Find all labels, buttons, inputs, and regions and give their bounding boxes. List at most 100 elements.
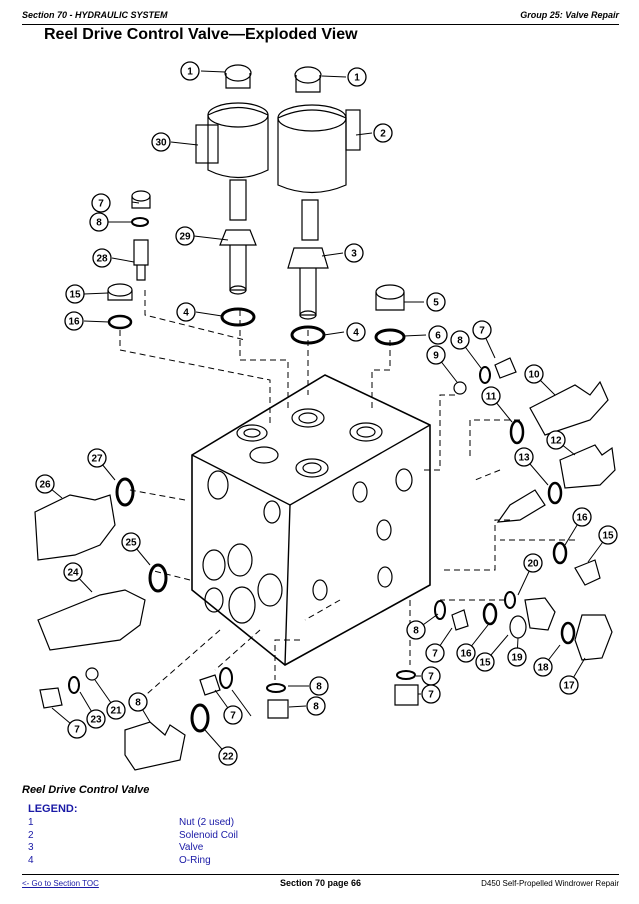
callout-number: 8 — [413, 626, 419, 637]
legend-number: 3 — [28, 842, 34, 853]
callout-bubble — [425, 643, 445, 663]
callout-number: 23 — [90, 715, 102, 726]
callout-bubble — [86, 709, 106, 729]
callout-bubble — [180, 61, 200, 81]
callout-bubble — [347, 67, 367, 87]
callout-number: 22 — [222, 752, 234, 763]
callout-number: 10 — [528, 370, 540, 381]
page-number: Section 70 page 66 — [279, 878, 362, 888]
callout-number: 15 — [602, 531, 614, 542]
legend-item: 4 O-Ring — [28, 855, 588, 868]
callout-bubble — [481, 386, 501, 406]
solenoid-coil-left — [195, 64, 269, 295]
callout-bubble — [598, 525, 618, 545]
callout-bubbles — [35, 61, 618, 766]
callout-bubble — [92, 248, 112, 268]
callout-number: 30 — [155, 138, 167, 149]
callout-bubble — [428, 325, 448, 345]
callout-number: 4 — [183, 308, 189, 319]
legend-item: 1 Nut (2 used) — [28, 817, 588, 830]
solenoid-coil-right — [277, 66, 361, 320]
legend-number: 1 — [28, 817, 34, 828]
callout-number: 21 — [110, 706, 122, 717]
callout-number: 29 — [179, 232, 191, 243]
callout-bubble — [523, 553, 543, 573]
callout-bubble — [559, 675, 579, 695]
callout-number: 8 — [96, 218, 102, 229]
callout-number: 8 — [457, 336, 463, 347]
callout-number: 13 — [518, 453, 530, 464]
page-title: Reel Drive Control Valve—Exploded View — [44, 26, 358, 43]
callout-number: 1 — [187, 67, 193, 78]
callout-bubble — [67, 719, 87, 739]
callout-number: 19 — [511, 653, 523, 664]
callout-number: 18 — [537, 663, 549, 674]
legend-description: Solenoid Coil — [179, 829, 238, 841]
legend-number: 4 — [28, 854, 34, 866]
callout-number: 20 — [527, 559, 539, 570]
exploded-view-diagram: 1123078293281551644678910111227132616251… — [34, 61, 618, 771]
callout-bubble — [63, 562, 83, 582]
callout-bubble — [175, 226, 195, 246]
figure-caption: Reel Drive Control Valve — [22, 784, 150, 796]
callout-bubble — [524, 364, 544, 384]
callout-bubble — [472, 320, 492, 340]
callout-number: 15 — [479, 658, 491, 669]
callout-number: 7 — [98, 199, 104, 210]
section-label: Section 70 - HYDRAULIC SYSTEM — [22, 10, 168, 20]
callout-number: 9 — [433, 351, 439, 362]
legend-description: O-Ring — [179, 854, 211, 866]
callout-bubble — [373, 123, 393, 143]
legend-list: 1 Nut (2 used) 2 Solenoid Coil 3 Valve 4… — [28, 817, 588, 867]
callout-bubble — [546, 430, 566, 450]
callout-bubble — [306, 696, 326, 716]
callout-bubble — [514, 447, 534, 467]
callout-bubble — [426, 345, 446, 365]
callout-bubble — [121, 532, 141, 552]
group-label: Group 25: Valve Repair — [520, 10, 619, 20]
fittings-and-plugs — [34, 190, 616, 771]
callout-bubble — [87, 448, 107, 468]
callout-bubble — [223, 705, 243, 725]
callout-number: 7 — [432, 649, 438, 660]
assembly-lines — [119, 290, 575, 701]
callout-bubble — [176, 302, 196, 322]
callout-number: 2 — [380, 129, 386, 140]
callout-number: 16 — [68, 317, 80, 328]
callout-number: 7 — [428, 690, 434, 701]
callout-bubble — [421, 684, 441, 704]
callout-bubble — [91, 193, 111, 213]
o-rings — [68, 217, 576, 733]
callout-number: 7 — [230, 711, 236, 722]
callout-number: 11 — [486, 392, 497, 403]
callout-number: 7 — [74, 725, 80, 736]
legend-description: Valve — [179, 842, 204, 853]
callout-bubble — [507, 647, 527, 667]
document-title: D450 Self-Propelled Windrower Repair — [481, 879, 619, 888]
callout-number: 5 — [433, 298, 439, 309]
callout-number: 3 — [351, 249, 357, 260]
callout-bubble — [533, 657, 553, 677]
legend-title: LEGEND: — [28, 803, 78, 815]
page-header: Section 70 - HYDRAULIC SYSTEM Group 25: … — [22, 8, 619, 25]
callout-number: 8 — [313, 702, 319, 713]
callout-number: 15 — [69, 290, 81, 301]
callout-bubble — [35, 474, 55, 494]
callout-bubble — [309, 676, 329, 696]
legend-item: 2 Solenoid Coil — [28, 830, 588, 843]
callout-bubble — [346, 322, 366, 342]
callout-number: 17 — [563, 681, 575, 692]
callout-bubble — [450, 330, 470, 350]
callout-bubble — [64, 311, 84, 331]
callout-number: 7 — [479, 326, 485, 337]
legend-item: 3 Valve — [28, 842, 588, 855]
callout-bubble — [344, 243, 364, 263]
toc-link[interactable]: <- Go to Section TOC — [22, 879, 99, 888]
legend-description: Nut (2 used) — [179, 817, 235, 828]
callout-number: 4 — [353, 328, 359, 339]
callout-bubble — [65, 284, 85, 304]
callout-number: 24 — [67, 568, 79, 579]
callout-number: 7 — [428, 672, 434, 683]
callout-bubble — [151, 132, 171, 152]
